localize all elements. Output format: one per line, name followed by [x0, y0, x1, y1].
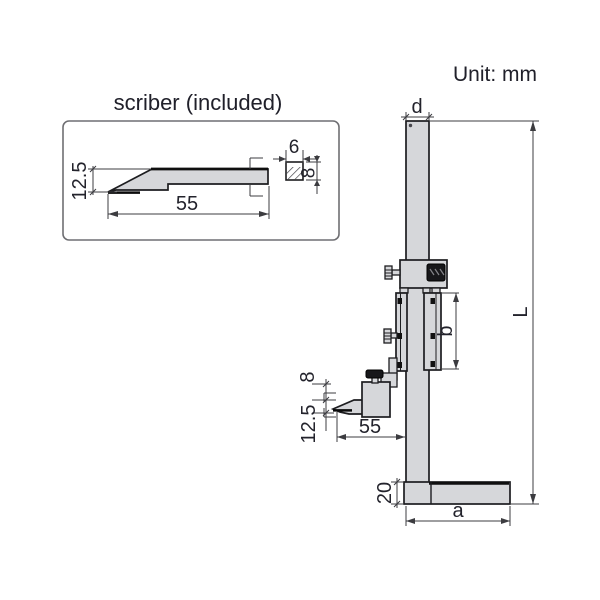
inset-dim-blade-length: 55 — [107, 186, 270, 219]
inset-dim-label-8: 8 — [299, 168, 320, 179]
inset-dim-label-55: 55 — [176, 193, 198, 215]
scriber-clamp-block — [361, 381, 391, 418]
dim-base-height: 20 — [374, 478, 403, 508]
fine-adjust-thumbscrew — [383, 328, 398, 344]
adjustment-knob-dark — [426, 263, 446, 282]
dim-beam-width: d — [401, 96, 434, 121]
inset-dim-tip-height: 12.5 — [69, 162, 151, 201]
dim-scriber-section: 8 12.5 — [297, 371, 336, 443]
dim-slider-span: b — [435, 292, 459, 370]
vernier-plate-left — [395, 292, 408, 372]
dim-label-12-5: 12.5 — [298, 405, 320, 444]
vernier-plate-right — [423, 292, 442, 371]
inset-title: scriber (included) — [114, 90, 283, 115]
inset-dim-label-12-5: 12.5 — [69, 162, 91, 201]
inset-dim-section-width: 6 — [273, 137, 316, 163]
section-cut-marks — [249, 157, 263, 197]
inset-panel: 12.5 55 6 8 — [62, 120, 340, 241]
section-hatch — [286, 167, 303, 180]
dim-label-8: 8 — [297, 371, 319, 382]
inset-dim-label-6: 6 — [289, 137, 300, 158]
clamp-thumbscrew-upper — [384, 265, 401, 280]
scriber-clamp-knob — [365, 369, 384, 384]
unit-label: Unit: mm — [453, 63, 537, 86]
dim-base-width: a — [405, 500, 511, 526]
dim-label-20: 20 — [374, 482, 396, 504]
dim-scriber-length: 55 — [336, 412, 405, 442]
inset-dim-section-height: 8 — [299, 155, 321, 194]
dim-label-55: 55 — [359, 416, 381, 438]
base — [403, 481, 511, 505]
dim-label-a: a — [452, 500, 464, 522]
dim-overall-height: L — [430, 120, 539, 505]
dim-label-b: b — [435, 325, 457, 336]
scriber-cross-section — [285, 161, 304, 181]
dim-label-d: d — [411, 96, 422, 118]
main-view: d L b 8 1 — [297, 96, 539, 526]
dim-label-L: L — [510, 306, 532, 317]
beam-top-hole — [408, 123, 413, 128]
